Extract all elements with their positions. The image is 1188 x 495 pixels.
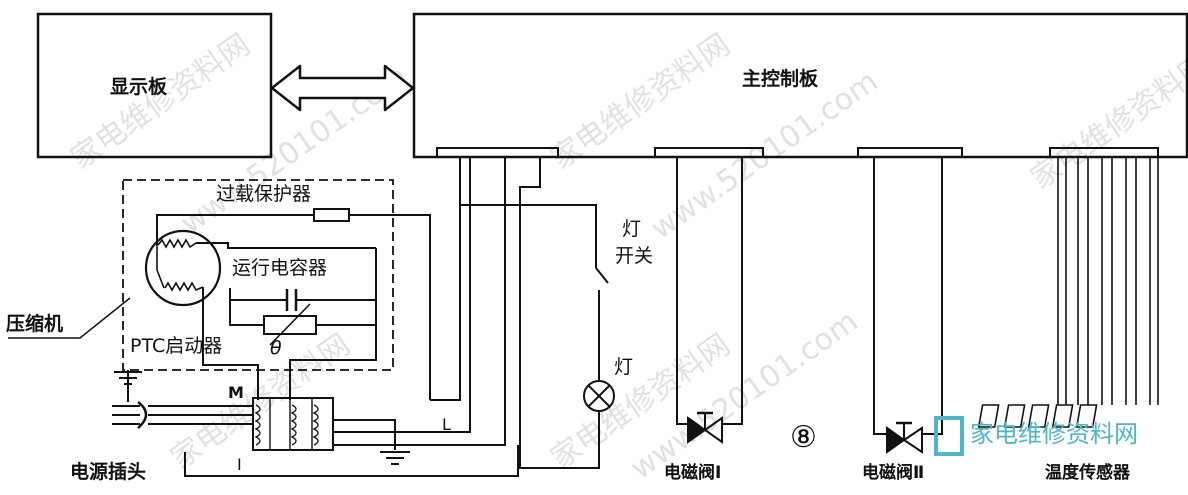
- temperature-sensors: [977, 157, 1159, 428]
- power-plug: [137, 401, 148, 429]
- connector-strip: [857, 147, 963, 158]
- motor-m-label: M: [228, 383, 244, 402]
- temperature-sensor-label: 温度传感器: [1045, 462, 1131, 483]
- overload-protector-label: 过载保护器: [216, 183, 311, 205]
- solenoid-valve-2-label: 电磁阀Ⅱ: [862, 462, 924, 483]
- motor-winding: [164, 281, 204, 292]
- display-board-box: [36, 12, 273, 159]
- lamp-switch-label: 开关: [615, 245, 653, 267]
- line-l-label: L: [442, 415, 451, 434]
- bidirectional-arrow-icon: [270, 64, 415, 112]
- connector-strip: [1049, 147, 1159, 158]
- motor-winding: [157, 238, 197, 249]
- logo-text: 家电维修资料网: [970, 420, 1138, 448]
- compressor-label-pointer: [8, 297, 131, 339]
- watermark-text: 家电维修资料网: [1025, 47, 1188, 196]
- display-board-label: 显示板: [110, 75, 168, 98]
- diagram-labels: 显示板 主控制板 过载保护器 运行电容器 压缩机 PTC启动器 θ 灯 开关 灯…: [6, 67, 1131, 483]
- lamp-switch-blade: [595, 267, 609, 284]
- solenoid-valve-2: [886, 426, 906, 454]
- line-i-label: I: [237, 455, 242, 474]
- power-plug-label: 电源插头: [70, 460, 146, 483]
- lamp-label: 灯: [614, 356, 633, 378]
- main-board-label: 主控制板: [742, 67, 819, 90]
- main-board-box: [412, 12, 1188, 159]
- watermark-text: 家电维修资料网: [65, 27, 257, 176]
- compressor-label: 压缩机: [6, 312, 63, 335]
- compressor-motor-circle: [144, 229, 222, 307]
- solenoid-valve-1-label: 电磁阀Ⅰ: [664, 462, 721, 483]
- logo-icon: [934, 416, 964, 456]
- lamp-switch-label: 灯: [622, 218, 641, 240]
- connector-strip: [436, 147, 559, 158]
- ptc-theta-symbol: θ: [270, 337, 282, 359]
- overload-protector-element: [313, 208, 350, 222]
- ptc-starter-label: PTC启动器: [130, 335, 222, 357]
- figure-number: ⑧: [790, 420, 817, 455]
- site-logo: 家电维修资料网: [934, 416, 1138, 456]
- run-capacitor-label: 运行电容器: [232, 257, 327, 279]
- connector-strip: [654, 147, 764, 158]
- solenoid-valve-1: [687, 416, 707, 444]
- watermark-text: 家电维修资料网: [545, 27, 737, 176]
